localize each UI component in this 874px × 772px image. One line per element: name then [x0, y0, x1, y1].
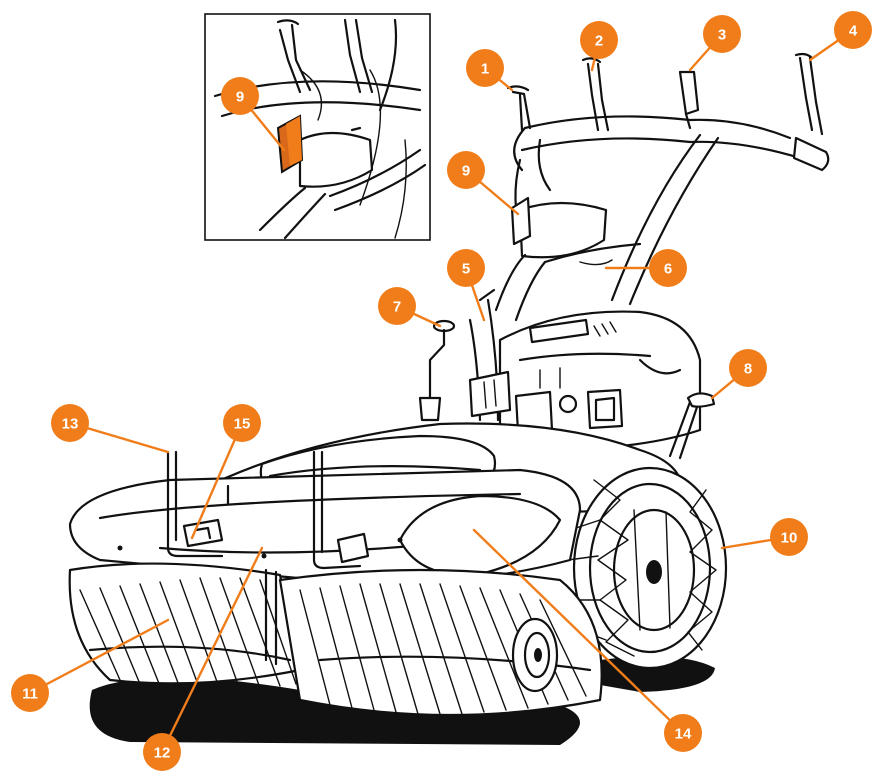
- callout-number-1: 1: [481, 61, 489, 78]
- callout-13: 13: [51, 404, 89, 442]
- wheel: [567, 466, 728, 670]
- callout-8: 8: [729, 349, 767, 387]
- control-levers: [506, 52, 824, 136]
- callout-number-13: 13: [62, 416, 79, 433]
- brush-rollers: [68, 562, 603, 717]
- callout-circle-9: [221, 77, 259, 115]
- callout-14: 14: [664, 714, 702, 752]
- choke-knob: [418, 319, 456, 422]
- callout-11: 11: [11, 674, 49, 712]
- side-lever: [668, 392, 716, 460]
- callout-circle-14: [664, 714, 702, 752]
- callout-circle-5: [447, 249, 485, 287]
- callout-number-3: 3: [718, 27, 726, 44]
- callout-number-2: 2: [595, 33, 603, 50]
- callout-number-10: 10: [781, 530, 798, 547]
- engine: [498, 310, 702, 452]
- callout-number-12: 12: [154, 745, 171, 762]
- callout-number-7: 7: [393, 299, 401, 316]
- callout-12: 12: [143, 733, 181, 771]
- callout-circle-12: [143, 733, 181, 771]
- callout-number-6: 6: [664, 261, 672, 278]
- callout-15: 15: [223, 404, 261, 442]
- callout-circle-7: [378, 287, 416, 325]
- callout-circle-1: [466, 49, 504, 87]
- callout-2: 2: [580, 21, 618, 59]
- callout-leader-12: [160, 546, 264, 754]
- callout-number-9: 9: [462, 163, 470, 180]
- callout-number-4: 4: [849, 23, 858, 40]
- callout-7: 7: [378, 287, 416, 325]
- callout-circle-6: [649, 249, 687, 287]
- callout-number-14: 14: [675, 726, 692, 743]
- callout-circle-11: [11, 674, 49, 712]
- callout-circle-10: [770, 518, 808, 556]
- callout-leader-11: [28, 618, 170, 695]
- callout-circle-3: [703, 15, 741, 53]
- callout-10: 10: [770, 518, 808, 556]
- callout-1: 1: [466, 49, 504, 87]
- shroud-handles: [166, 450, 370, 666]
- callout-circle-15: [223, 404, 261, 442]
- callout-number-5: 5: [462, 261, 470, 278]
- callout-circle-8: [729, 349, 767, 387]
- callout-3: 3: [703, 15, 741, 53]
- callout-circle-2: [580, 21, 618, 59]
- callout-4: 4: [834, 11, 872, 49]
- callout-9: 9: [447, 151, 485, 189]
- callout-circle-13: [51, 404, 89, 442]
- callout-number-9: 9: [236, 89, 244, 106]
- callout-9: 9: [221, 77, 259, 115]
- callout-5: 5: [447, 249, 485, 287]
- control-box: [494, 196, 642, 322]
- callout-circle-9: [447, 151, 485, 189]
- callout-leader-14: [472, 528, 685, 735]
- handlebar: [513, 115, 830, 306]
- callout-circle-4: [834, 11, 872, 49]
- ground-shadow: [89, 656, 715, 745]
- callout-number-15: 15: [234, 416, 251, 433]
- callout-leader-15: [190, 421, 244, 540]
- callout-6: 6: [649, 249, 687, 287]
- inset-detail: [204, 13, 431, 241]
- callout-number-11: 11: [22, 686, 38, 703]
- callout-number-8: 8: [744, 361, 752, 378]
